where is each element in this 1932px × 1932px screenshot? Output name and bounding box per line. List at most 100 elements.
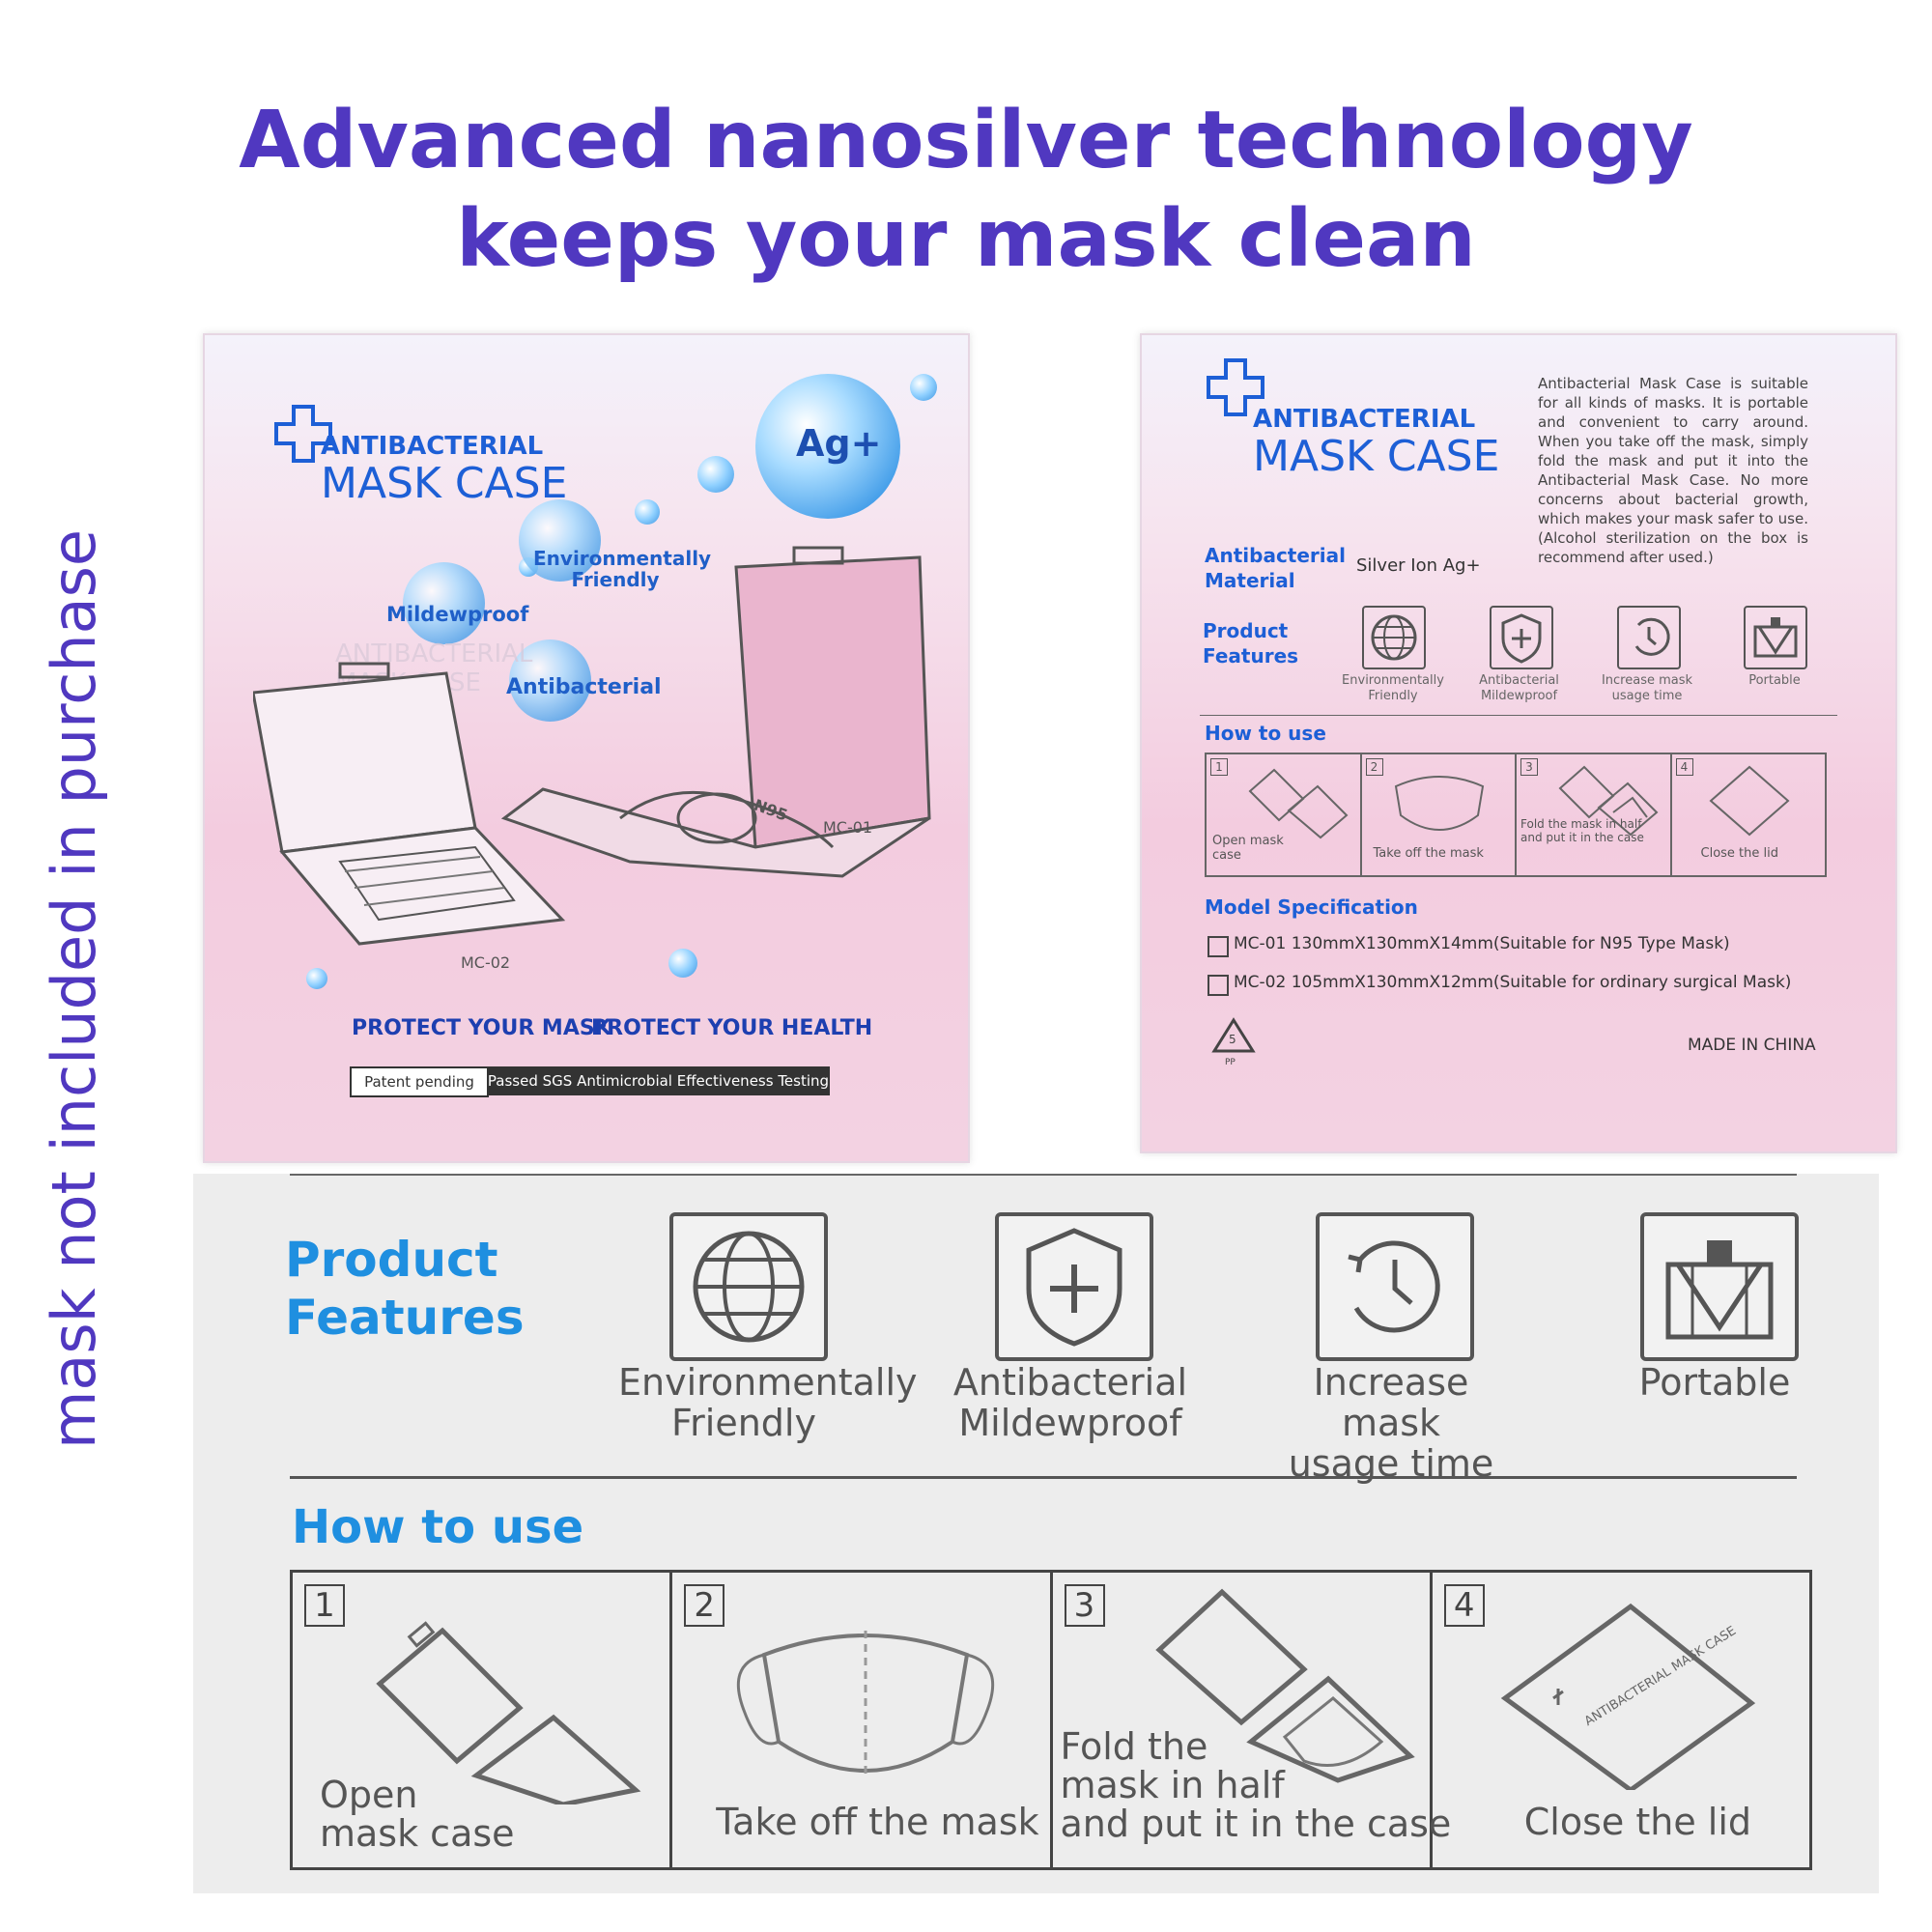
sgs-badge: Passed SGS Antimicrobial Effectiveness T… bbox=[487, 1066, 830, 1095]
checkbox-mc02 bbox=[1208, 975, 1229, 996]
material-value: Silver Ion Ag+ bbox=[1356, 555, 1481, 576]
ag-label: Ag+ bbox=[796, 422, 882, 465]
side-note: mask not included in purchase bbox=[39, 528, 109, 1449]
zoom-feature-antibac: Antibacterial Mildewproof bbox=[945, 1362, 1196, 1443]
zoom-step-3: 3 Fold the mask in half and put it in th… bbox=[1053, 1573, 1451, 1867]
slogan-mask: PROTECT YOUR MASK bbox=[352, 1016, 611, 1040]
step-number: 2 bbox=[684, 1584, 725, 1627]
feature-bubble bbox=[403, 562, 485, 644]
front-brand-line-2: MASK CASE bbox=[321, 459, 568, 508]
mask-icon bbox=[1394, 776, 1484, 831]
small-bubble bbox=[668, 949, 697, 978]
back-brand-line-1: ANTIBACTERIAL bbox=[1253, 405, 1476, 434]
mask-case-illustration bbox=[253, 546, 931, 946]
description: Antibacterial Mask Case is suitable for … bbox=[1538, 375, 1808, 566]
recycle-icon bbox=[1211, 1017, 1256, 1053]
step-2: 2 Take off the mask bbox=[1362, 754, 1517, 875]
plus-cross-icon bbox=[274, 405, 332, 463]
step-number: 4 bbox=[1443, 1584, 1485, 1627]
step-text: Fold the mask in half and put it in the … bbox=[1520, 817, 1644, 844]
small-bubble bbox=[910, 374, 937, 401]
step-text: Take off the mask bbox=[716, 1801, 1039, 1843]
feature-line: Portable bbox=[1638, 1361, 1791, 1404]
step-line: mask in half bbox=[1060, 1764, 1285, 1806]
checkbox-mc01 bbox=[1208, 936, 1229, 957]
step-3: 3 Fold the mask in half and put it in th… bbox=[1517, 754, 1672, 875]
step-number: 2 bbox=[1365, 758, 1383, 776]
step-line: Open bbox=[320, 1774, 418, 1816]
feature-bubble bbox=[519, 499, 601, 582]
model-spec-mc01: MC-01 130mmX130mmX14mm(Suitable for N95 … bbox=[1234, 934, 1730, 953]
step-number: 3 bbox=[1520, 758, 1538, 776]
back-brand-line-2: MASK CASE bbox=[1253, 432, 1500, 481]
model-mc01-label: MC-01 bbox=[823, 818, 873, 837]
feature-line: Increase mask bbox=[1313, 1361, 1469, 1444]
bubble-label-antibac: Antibacterial bbox=[506, 675, 662, 699]
small-bubble bbox=[697, 456, 734, 493]
closed-case-icon bbox=[1500, 1603, 1755, 1790]
feature-label-antibac: Antibacterial Mildewproof bbox=[1479, 673, 1559, 703]
model-spec-mc02: MC-02 105mmX130mmX12mm(Suitable for ordi… bbox=[1234, 973, 1792, 992]
zoom-feature-time: Increase mask usage time bbox=[1265, 1362, 1517, 1484]
step-text: Take off the mask bbox=[1373, 846, 1484, 861]
zoom-step-1: 1 Open mask case bbox=[293, 1573, 673, 1867]
steps-strip: 1 Open mask case 2 Take off the mask 3 F… bbox=[1205, 753, 1827, 877]
step-text: Fold the mask in half and put it in the … bbox=[1061, 1727, 1452, 1843]
step-line: and put it in the case bbox=[1060, 1803, 1452, 1845]
recycle-number: 5 bbox=[1229, 1033, 1236, 1046]
step-number: 3 bbox=[1064, 1584, 1105, 1627]
globe-icon bbox=[669, 1212, 828, 1361]
step-text: Close the lid bbox=[1700, 846, 1779, 861]
clock-icon bbox=[1316, 1212, 1474, 1361]
zoom-step-2: 2 Take off the mask bbox=[672, 1573, 1053, 1867]
feature-label-time: Increase mask usage time bbox=[1601, 673, 1693, 703]
step-text: Open mask case bbox=[1212, 834, 1284, 863]
recycle-pp: PP bbox=[1225, 1058, 1236, 1067]
front-package: ANTIBACTERIAL MASK CASE Ag+ Environmenta… bbox=[203, 333, 970, 1163]
step-text: Close the lid bbox=[1523, 1801, 1752, 1843]
feature-line: Antibacterial bbox=[952, 1361, 1188, 1404]
step-line: Fold the bbox=[1060, 1725, 1208, 1768]
step-number: 4 bbox=[1675, 758, 1693, 776]
zoom-steps: 1 Open mask case 2 Take off the mask 3 bbox=[290, 1570, 1812, 1870]
plus-cross-icon bbox=[1207, 358, 1264, 416]
fold-mask-icon bbox=[1154, 1588, 1415, 1783]
step-1: 1 Open mask case bbox=[1207, 754, 1362, 875]
shield-plus-icon bbox=[995, 1212, 1153, 1361]
feature-bubble bbox=[509, 639, 591, 722]
open-case-icon bbox=[1248, 768, 1349, 839]
model-mc02-label: MC-02 bbox=[461, 953, 511, 972]
divider bbox=[290, 1174, 1797, 1176]
zoom-feature-env: Environmentally Friendly bbox=[618, 1361, 918, 1443]
zoom-panel: Product Features Environmentally Friendl… bbox=[193, 1174, 1879, 1893]
back-package: ANTIBACTERIAL MASK CASE Antibacterial Ma… bbox=[1140, 333, 1897, 1153]
slogan-health: PROTECT YOUR HEALTH bbox=[591, 1016, 873, 1040]
step-number: 1 bbox=[1210, 758, 1228, 776]
headline-line-1: Advanced nanosilver technology bbox=[239, 95, 1693, 186]
bubble-label-mildew: Mildewproof bbox=[386, 603, 529, 626]
zoom-step-4: 4 ANTIBACTERIAL MASK CASE Close the lid bbox=[1433, 1573, 1809, 1867]
front-brand-line-1: ANTIBACTERIAL bbox=[321, 432, 544, 461]
feature-line: Environmentally bbox=[618, 1361, 918, 1404]
small-bubble bbox=[306, 968, 327, 989]
feature-line: Mildewproof bbox=[958, 1402, 1182, 1444]
zoom-how-to-use: How to use bbox=[292, 1500, 584, 1554]
step-text: Open mask case bbox=[320, 1776, 515, 1853]
feature-label-env: Environmentally Friendly bbox=[1342, 673, 1444, 703]
open-case-icon bbox=[376, 1621, 641, 1804]
step-4: 4 Close the lid bbox=[1672, 754, 1826, 875]
how-to-use-label: How to use bbox=[1205, 722, 1326, 745]
zoom-features-label-2: Features bbox=[285, 1290, 525, 1346]
mask-icon bbox=[737, 1631, 995, 1776]
clock-icon bbox=[1617, 606, 1681, 669]
model-spec-label: Model Specification bbox=[1205, 895, 1418, 919]
bag-icon bbox=[1640, 1212, 1799, 1361]
made-in: MADE IN CHINA bbox=[1688, 1036, 1816, 1055]
patent-badge: Patent pending bbox=[350, 1066, 489, 1097]
divider bbox=[1200, 715, 1837, 716]
features-label: Product Features bbox=[1203, 619, 1299, 668]
shield-plus-icon bbox=[1490, 606, 1553, 669]
step-line: mask case bbox=[320, 1812, 515, 1855]
headline-line-2: keeps your mask clean bbox=[456, 193, 1476, 285]
material-label: Antibacterial Material bbox=[1205, 544, 1346, 592]
